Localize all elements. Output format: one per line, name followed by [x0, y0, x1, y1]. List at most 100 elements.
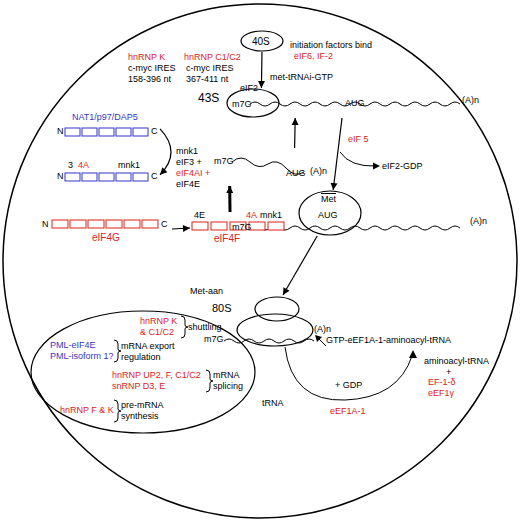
text-label: EF-1-δ: [428, 377, 456, 388]
shape-outline: [255, 297, 299, 321]
text-label: pre-mRNA synthesis: [121, 400, 167, 422]
arrow-head: [315, 335, 322, 342]
shape-outline: [31, 311, 255, 433]
capped-mrna: m7G AUG (A)n: [212, 148, 330, 186]
shape-outline: [235, 295, 315, 347]
protein-complex: 34Amnk1NC: [55, 158, 160, 186]
bracket: [181, 316, 188, 338]
arrow-head: [160, 167, 167, 174]
protein-domain: [82, 128, 97, 136]
shape-outline: [241, 31, 283, 51]
protein-domain: [116, 173, 131, 181]
ribosome: Met-aan80Sm7G(A)n: [235, 295, 315, 347]
protein-bar: NAT1/p97/DAP5N C: [55, 112, 160, 140]
text-label: 4A: [246, 210, 257, 221]
text-label: mRNA splicing: [213, 370, 251, 392]
text-label: eIF4AI +: [176, 168, 210, 179]
connector: [228, 186, 231, 212]
text-label: met-tRNAi-GTP: [270, 72, 333, 83]
arrow-head: [409, 350, 417, 358]
connector: [160, 129, 171, 175]
arrow-head: [226, 186, 233, 193]
text-label: eIF2: [240, 83, 258, 94]
text-label: m7G: [214, 156, 234, 167]
text-label: (A)n: [310, 166, 327, 177]
bracket: [114, 340, 121, 362]
protein-domain: [116, 128, 131, 136]
text-label: initiation factors bind: [290, 40, 372, 51]
text-label: m7G: [204, 334, 224, 345]
text-label: PML-eIF4E: [50, 340, 96, 351]
text-label: 80S: [212, 303, 232, 314]
text-label: C: [161, 219, 168, 230]
connector: [333, 118, 342, 190]
protein-domain: [70, 220, 86, 228]
release-arrow: [340, 152, 376, 166]
shape-outline: [299, 191, 361, 235]
protein-domain: [99, 173, 114, 181]
text-label: mnk1: [118, 160, 140, 171]
text-label: AUG: [345, 98, 365, 109]
text-label: eIF3 +: [176, 157, 202, 168]
shape-outline: [237, 314, 313, 346]
start-codon-complex: MetAUGm7G(A)n: [298, 190, 362, 236]
text-label: 4A: [78, 160, 89, 171]
text-label: C: [151, 126, 158, 137]
bracket: [114, 400, 121, 422]
text-label: eEF1A-1: [330, 406, 366, 417]
text-label: hnRNP UP2, F, C1/C2 snRNP D3, E: [112, 370, 204, 392]
text-label: 4E: [194, 210, 205, 221]
text-label: AUG: [318, 210, 338, 221]
text-label: PML-isoform 1?: [50, 351, 114, 362]
protein-domain: [268, 222, 284, 230]
text-label: C: [151, 171, 158, 182]
text-label: hnRNP F & K: [60, 405, 114, 416]
text-label: (A)n: [314, 324, 331, 335]
text-label: eIF4G: [92, 232, 120, 243]
text-label: hnRNP K & C1/C2: [140, 316, 181, 338]
bracket: [206, 370, 213, 392]
text-label: c-myc IRES 158-396 nt: [128, 63, 180, 85]
text-label: eIF 5: [348, 134, 369, 145]
protein-domain: [133, 173, 148, 181]
text-label: +: [446, 367, 451, 378]
text-label: N: [57, 126, 64, 137]
protein-domain: [192, 222, 208, 230]
nucleus: PML-eIF4EPML-isoform 1?mRNA export regul…: [30, 310, 256, 434]
connector: [172, 228, 190, 229]
text-label: GTP-eEF1A-1-aminoacyl-tRNA: [326, 335, 451, 346]
arrow-head: [331, 183, 338, 190]
protein-domain: [106, 220, 122, 228]
text-label: shuttling: [188, 322, 222, 333]
text-label: AUG: [286, 168, 306, 179]
protein-domain: [88, 220, 104, 228]
protein-domain: [133, 128, 148, 136]
connector: [283, 236, 317, 295]
text-label: N: [42, 219, 49, 230]
cell-outline: [3, 4, 517, 518]
text-label: N: [57, 171, 64, 182]
arrow-head: [258, 81, 265, 88]
text-label: m7G: [232, 222, 252, 233]
text-label: (A)n: [470, 216, 487, 227]
text-label: m7G: [232, 99, 252, 110]
protein-domain: [142, 220, 158, 228]
text-label: tRNA: [262, 398, 284, 409]
preinitiation-complex: 43Smet-tRNAi-GTPeIF2m7GAUG(A)n: [225, 88, 485, 118]
text-label: NAT1/p97/DAP5: [72, 112, 138, 123]
text-label: mnk1: [260, 210, 282, 221]
text-label: eIF4F: [214, 233, 240, 244]
text-label: mnk1: [176, 146, 198, 157]
text-label: 43S: [198, 93, 219, 104]
text-label: eIF4E: [176, 179, 200, 190]
protein-domain: [99, 128, 114, 136]
connector: [294, 118, 296, 148]
arrow-head: [183, 225, 190, 232]
text-label: + GDP: [335, 380, 362, 391]
protein-domain: [124, 220, 140, 228]
text-label: Met-aan: [190, 286, 223, 297]
protein-domain: [65, 173, 80, 181]
text-label: hnRNP K: [128, 52, 165, 63]
